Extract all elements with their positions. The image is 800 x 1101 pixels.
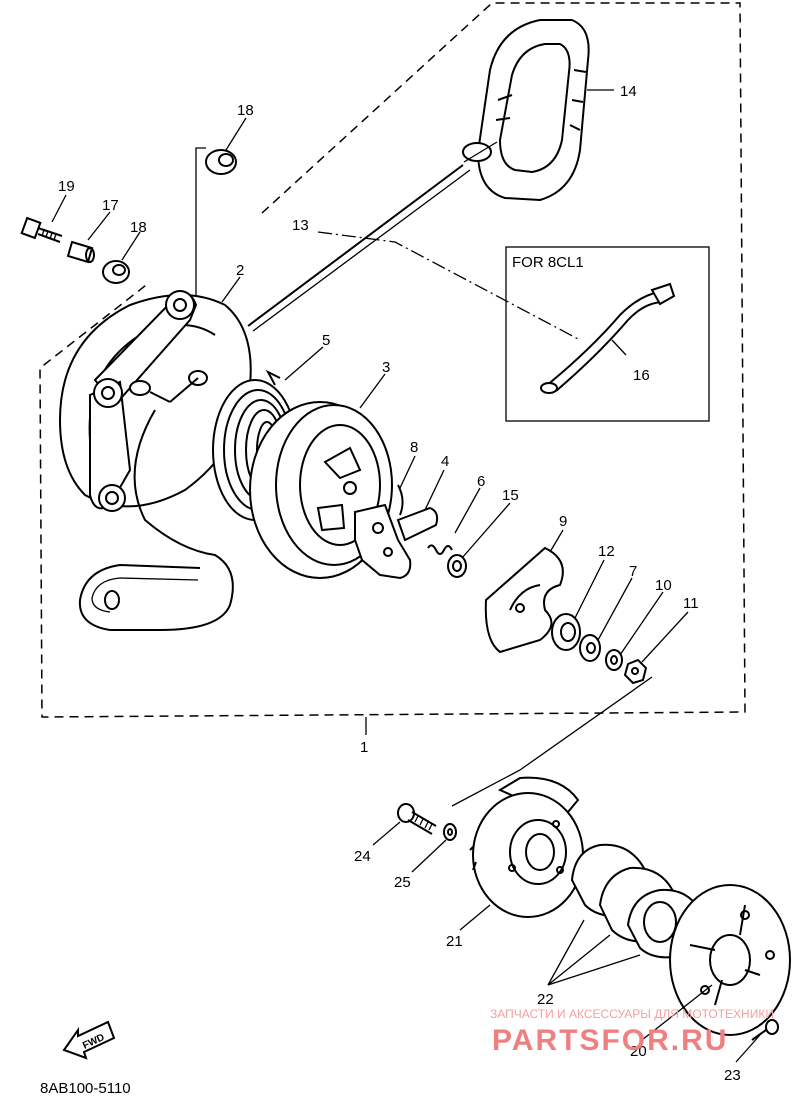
watermark-logo: PARTSFOR.RU (492, 1024, 728, 1057)
callout-19: 19 (58, 178, 75, 195)
callout-16: 16 (633, 367, 650, 384)
starter-case (58, 290, 252, 512)
friction-plates (570, 843, 706, 959)
callout-10: 10 (655, 577, 672, 594)
nut-11 (623, 658, 648, 685)
callout-17: 17 (102, 197, 119, 214)
washer-25 (443, 823, 457, 841)
spring-8 (397, 484, 404, 516)
callout-8: 8 (410, 439, 418, 456)
callout-24: 24 (354, 848, 371, 865)
bolt-19 (20, 216, 63, 243)
callout-13: 13 (292, 217, 309, 234)
callout-25: 25 (394, 874, 411, 891)
callout-23: 23 (724, 1067, 741, 1084)
washer-10 (605, 649, 623, 671)
fwd-arrow-icon: FWD (62, 1020, 116, 1060)
cable-16 (540, 282, 676, 394)
collar-left (102, 260, 130, 284)
bolt-24 (397, 803, 437, 835)
spring-6 (427, 544, 453, 555)
washer-7 (579, 634, 601, 662)
callout-2: 2 (236, 262, 244, 279)
callout-9: 9 (559, 513, 567, 530)
starter-rope (247, 164, 471, 332)
callout-3: 3 (382, 359, 390, 376)
callout-20: 20 (630, 1043, 647, 1060)
callout-11: 11 (683, 595, 699, 612)
cam-plate (354, 503, 412, 580)
callout-4: 4 (441, 453, 449, 470)
callout-18-left: 18 (130, 219, 147, 236)
watermark-tagline: ЗАПЧАСТИ И АКСЕССУАРЫ ДЛЯ МОТОТЕХНИКИ (490, 1007, 774, 1021)
leader-lines (51, 89, 761, 1063)
callout-15: 15 (502, 487, 519, 504)
starter-handle (462, 19, 590, 202)
collar-top (205, 149, 237, 175)
figure-code: 8AB100-5110 (40, 1080, 131, 1097)
inset-label: FOR 8CL1 (512, 254, 584, 271)
sleeve-17 (66, 240, 95, 264)
ratchet-pawl (396, 506, 439, 542)
leader-group-lower (451, 676, 653, 807)
bushing-12 (551, 613, 581, 651)
callout-22: 22 (537, 991, 554, 1008)
leader-18-top (195, 147, 206, 310)
friction-plate (484, 546, 564, 654)
drive-plate-20 (669, 884, 791, 1036)
callout-6: 6 (477, 473, 485, 490)
leader-13 (317, 231, 581, 341)
screw-23 (751, 1019, 779, 1041)
washer-15 (447, 554, 467, 578)
callout-21: 21 (446, 933, 463, 950)
callout-7: 7 (629, 563, 637, 580)
callout-14: 14 (620, 83, 637, 100)
callout-5: 5 (322, 332, 330, 349)
starter-cable (78, 409, 234, 631)
inset-box (505, 246, 710, 422)
callout-1: 1 (360, 739, 368, 756)
driven-pulley (469, 776, 584, 918)
assembly-boundary (39, 2, 746, 718)
callout-12: 12 (598, 543, 615, 560)
callout-18-top: 18 (237, 102, 254, 119)
